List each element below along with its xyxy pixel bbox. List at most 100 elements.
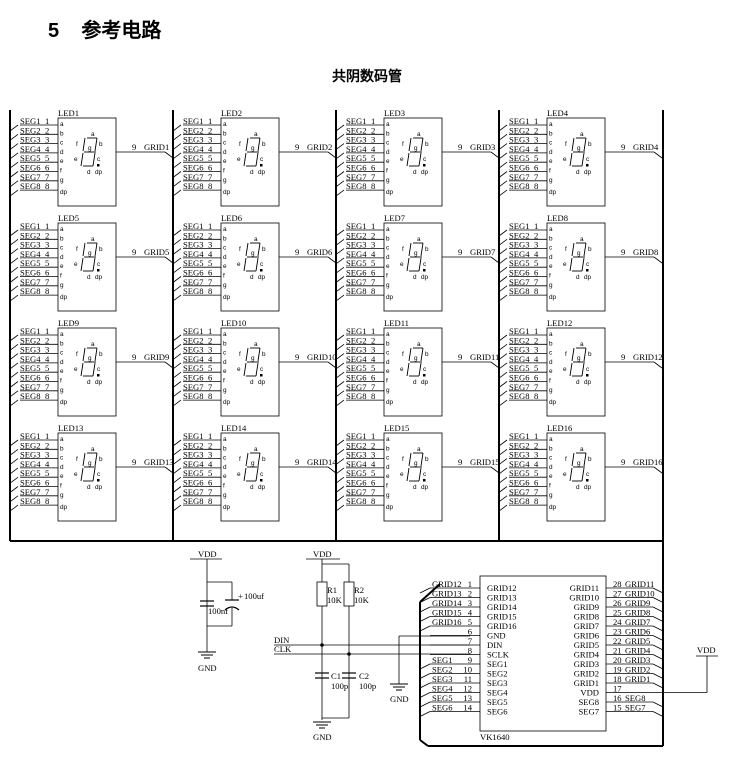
digit-letter: b xyxy=(588,351,592,358)
seg-label: SEG1 xyxy=(509,431,530,441)
digit-segment xyxy=(569,467,573,482)
bus-entry xyxy=(335,238,345,246)
seg-label: SEG1 xyxy=(346,116,367,126)
bus-entry xyxy=(498,448,508,456)
digit-letter: f xyxy=(565,246,567,253)
ic-pin-label: SEG1 xyxy=(487,659,508,669)
bus-entry xyxy=(9,504,19,512)
bus-entry xyxy=(172,476,182,484)
ic-net-label: GRID15 xyxy=(432,608,462,618)
grid-label: GRID15 xyxy=(470,457,500,467)
seg-letter: c xyxy=(386,455,390,462)
pin-number: 8 xyxy=(208,496,212,506)
ic-pin-number: 21 xyxy=(613,646,622,656)
pin-number: 5 xyxy=(45,258,49,268)
seg-letter: b xyxy=(60,130,64,137)
digit-segment xyxy=(571,452,575,467)
pin-number: 5 xyxy=(371,153,375,163)
digit-letter: dp xyxy=(421,169,429,176)
junction xyxy=(347,652,351,656)
digit-letter: b xyxy=(425,141,429,148)
digit-letter: a xyxy=(417,131,421,138)
r2-name: R2 xyxy=(354,585,364,595)
seg-letter: e xyxy=(60,158,64,165)
pin-number: 7 xyxy=(208,487,213,497)
seg-label: SEG4 xyxy=(346,459,367,469)
digit-letter: d xyxy=(413,169,417,176)
digit-letter: g xyxy=(577,250,581,257)
seg-label: SEG5 xyxy=(346,363,367,373)
digit-letter: a xyxy=(417,446,421,453)
digit-letter: f xyxy=(239,246,241,253)
digit-letter: e xyxy=(74,156,78,163)
seg-label: SEG1 xyxy=(183,221,204,231)
digit-segment xyxy=(581,257,585,272)
seg-label: SEG2 xyxy=(509,440,530,450)
seg-label: SEG1 xyxy=(20,116,41,126)
ic-pin-label: SEG3 xyxy=(487,678,508,688)
bus-entry xyxy=(498,133,508,141)
digit-letter: e xyxy=(400,156,404,163)
seg-letter: c xyxy=(223,455,227,462)
digit-letter: dp xyxy=(258,274,266,281)
seg-label: SEG8 xyxy=(346,181,367,191)
pin-number: 2 xyxy=(208,125,212,135)
seg-label: SEG5 xyxy=(20,258,41,268)
digit-letter: d xyxy=(87,274,91,281)
pin-number: 3 xyxy=(371,450,375,460)
led-name: LED16 xyxy=(547,423,573,433)
pin-number: 4 xyxy=(45,459,50,469)
bus-entry xyxy=(335,353,345,360)
pin-number: 6 xyxy=(45,478,50,488)
digit-segment xyxy=(408,347,412,362)
seg-letter: a xyxy=(223,331,227,338)
bus-entry xyxy=(335,334,345,342)
digit-segment xyxy=(406,467,410,482)
bus-entry xyxy=(335,294,345,302)
bus-entry xyxy=(490,466,500,474)
led-body xyxy=(220,432,280,522)
seg-label: SEG2 xyxy=(509,230,530,240)
bus-entry xyxy=(498,486,508,493)
ic-net-label: GRID7 xyxy=(625,617,651,627)
ic-net-label: GRID12 xyxy=(432,579,462,589)
digit-letter: d xyxy=(87,484,91,491)
pin-number: 5 xyxy=(534,468,538,478)
seg-letter: d xyxy=(223,254,227,261)
bus-entry xyxy=(335,448,345,456)
digit-letter: f xyxy=(402,246,404,253)
bus-entry xyxy=(9,133,19,141)
ic-net-label: SEG8 xyxy=(625,693,646,703)
seg-label: SEG3 xyxy=(20,345,41,355)
digit-letter: c xyxy=(586,261,590,268)
seg-label: SEG6 xyxy=(509,373,530,383)
led-name: LED12 xyxy=(547,318,572,328)
seg-letter: a xyxy=(386,436,390,443)
seg-label: SEG3 xyxy=(346,450,367,460)
ic-pin-number: 9 xyxy=(468,655,472,665)
seg-letter: b xyxy=(549,235,553,242)
led-name: LED8 xyxy=(547,213,568,223)
digit-letter: d xyxy=(413,379,417,386)
bus-entry xyxy=(335,381,345,388)
seg-label: SEG3 xyxy=(509,240,530,250)
bus-entry xyxy=(498,343,508,351)
pin-number: 3 xyxy=(534,345,538,355)
seg-label: SEG3 xyxy=(509,135,530,145)
bus-entry xyxy=(652,635,664,641)
grid-label: GRID4 xyxy=(633,142,659,152)
seg-letter: e xyxy=(386,158,390,165)
seg-label: SEG4 xyxy=(509,354,530,364)
ic-pin-number: 24 xyxy=(613,617,622,627)
digit-letter: b xyxy=(588,141,592,148)
bus-entry xyxy=(498,161,508,169)
digit-letter: f xyxy=(402,141,404,148)
seg-letter: a xyxy=(386,331,390,338)
bus-entry xyxy=(9,495,19,503)
seg-label: SEG5 xyxy=(509,153,530,163)
pin-number: 4 xyxy=(371,459,376,469)
